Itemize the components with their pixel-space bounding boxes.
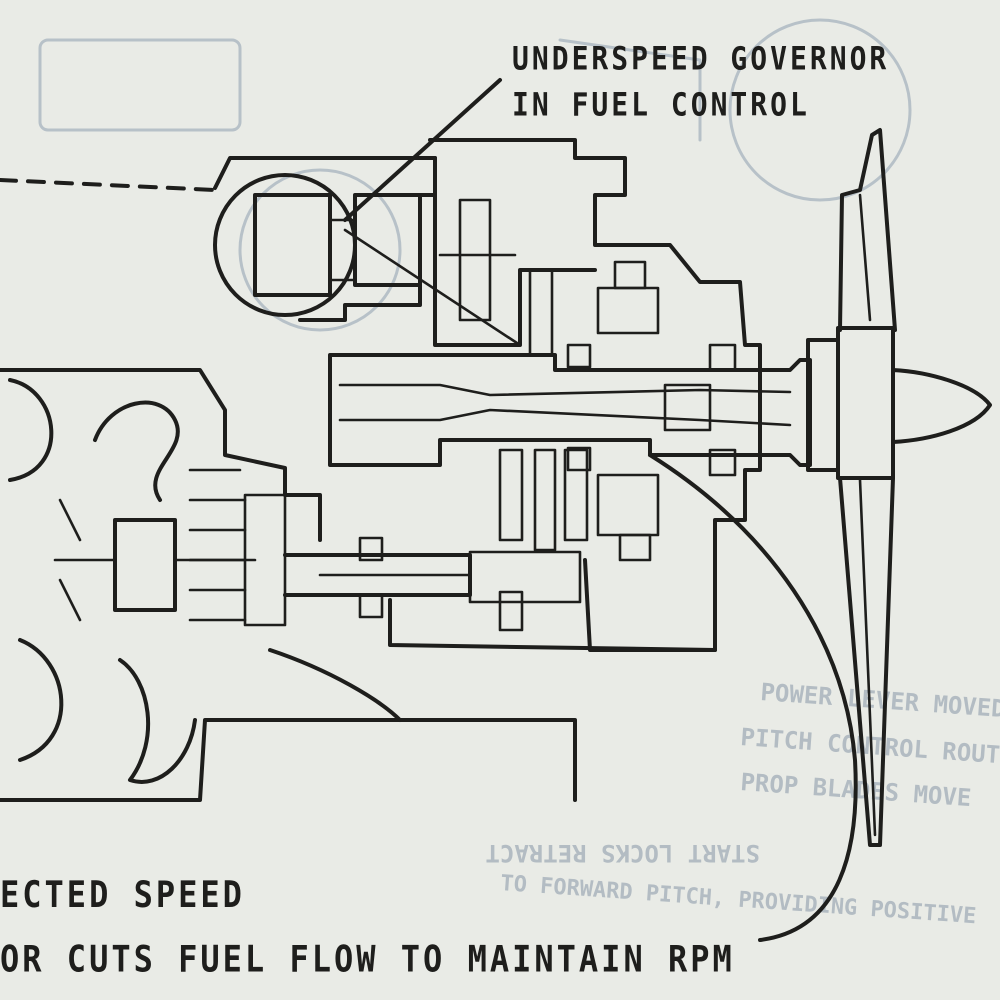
underspeed-governor-callout: UNDERSPEED GOVERNOR IN FUEL CONTROL bbox=[512, 36, 889, 128]
underspeed-governor-highlight-circle bbox=[213, 173, 357, 317]
bleed-text-4: START LOCKS RETRACT bbox=[485, 839, 760, 867]
propeller-assembly bbox=[806, 128, 992, 847]
accessory-drive-shaft bbox=[283, 536, 717, 652]
governor-leader-line bbox=[343, 78, 502, 222]
propeller-blade-lower bbox=[838, 476, 895, 847]
caption-line-1: ECTED SPEED bbox=[0, 872, 245, 917]
bottom-caption: ECTED SPEED OR CUTS FUEL FLOW TO MAINTAI… bbox=[0, 862, 735, 991]
caption-leader-curve bbox=[648, 453, 858, 942]
power-section bbox=[0, 368, 577, 802]
propeller-hub bbox=[836, 326, 895, 480]
propeller-shaft bbox=[328, 353, 812, 467]
propeller-spinner bbox=[891, 368, 992, 444]
propeller-hub-flange bbox=[806, 338, 840, 472]
planetary-gear-lower bbox=[596, 473, 660, 537]
reduction-gearbox bbox=[343, 138, 762, 652]
callout-line-1: UNDERSPEED GOVERNOR bbox=[512, 39, 890, 78]
dashed-reference-line bbox=[0, 178, 217, 192]
callout-line-2: IN FUEL CONTROL bbox=[512, 85, 810, 124]
propeller-blade-upper bbox=[838, 128, 897, 332]
gear-train-upper bbox=[458, 198, 492, 322]
fuel-control-unit bbox=[213, 78, 502, 322]
compressor-hub bbox=[113, 518, 177, 612]
planetary-gear-upper bbox=[596, 286, 660, 335]
governor-body bbox=[253, 193, 332, 297]
bleed-text-1: POWER LEVER MOVED TO bbox=[760, 678, 1000, 726]
caption-line-2: OR CUTS FUEL FLOW TO MAINTAIN RPM bbox=[0, 936, 735, 981]
